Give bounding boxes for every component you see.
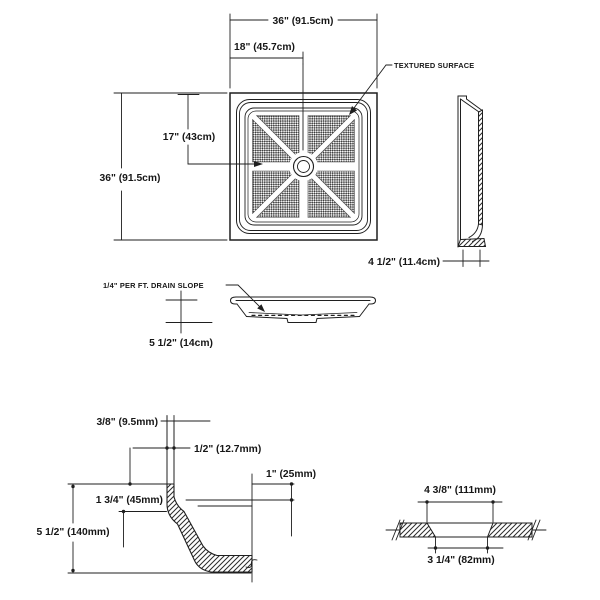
drain-flange-right xyxy=(487,522,533,538)
textured-area-outer xyxy=(244,107,363,226)
dim-side-depth-label: 4 1/2" (11.4cm) xyxy=(368,257,440,268)
texture-sector xyxy=(252,170,296,214)
dim-drain-offset-y xyxy=(177,94,263,167)
edge-section-material xyxy=(166,483,253,573)
textured-area-inner xyxy=(247,110,360,223)
pan-rim-outer xyxy=(236,99,371,234)
dim-step-label: 1 3/4" (45mm) xyxy=(96,495,163,506)
texture-sector xyxy=(307,115,351,159)
dim-edge-height-label: 5 1/2" (140mm) xyxy=(37,527,110,538)
dim-lip xyxy=(185,482,295,537)
dim-wall-label: 1/2" (12.7mm) xyxy=(194,444,261,455)
plan-outline xyxy=(229,92,378,241)
textured-surface-label: TEXTURED SURFACE xyxy=(394,61,474,70)
dim-section-height xyxy=(165,290,213,334)
dim-plan-width xyxy=(229,13,378,89)
dim-flange-label: 3/8" (9.5mm) xyxy=(96,417,158,428)
texture-sector xyxy=(311,119,355,163)
texture-sectors xyxy=(252,115,355,218)
dim-edge-height xyxy=(71,483,75,574)
pan-rim-inner xyxy=(239,102,368,231)
dim-step xyxy=(118,509,167,548)
texture-sector xyxy=(256,174,300,218)
texture-sector xyxy=(252,119,296,163)
section-view xyxy=(165,284,377,334)
side-foot-section xyxy=(457,237,487,247)
dim-lip-label: 1" (25mm) xyxy=(266,469,316,480)
dim-drain-bottom-label: 3 1/4" (82mm) xyxy=(427,555,494,566)
dim-drain-top-label: 4 3/8" (111mm) xyxy=(424,485,496,496)
drain-circle-inner xyxy=(297,160,310,173)
drain-circle-outer xyxy=(292,155,315,178)
dim-section-height-label: 5 1/2" (14cm) xyxy=(149,338,213,349)
dim-flange xyxy=(160,415,211,427)
textured-surface-leader xyxy=(349,64,393,115)
plan-dimensions xyxy=(113,13,393,241)
texture-sector xyxy=(307,174,351,218)
dim-side-depth xyxy=(442,249,490,267)
dim-wall xyxy=(128,446,191,486)
break-mark xyxy=(245,559,258,568)
plan-view xyxy=(229,92,378,241)
dim-drain-bottom xyxy=(427,536,504,554)
texture-sector xyxy=(311,170,355,214)
annotations: 36" (91.5cm) 18" (45.7cm) 17" (43cm) 36"… xyxy=(37,16,496,566)
side-view xyxy=(442,95,490,267)
dim-plan-depth xyxy=(113,92,228,241)
drain-slope-leader xyxy=(225,284,265,312)
drain-flange-left xyxy=(399,522,436,538)
dim-drain-x-label: 18" (45.7cm) xyxy=(234,42,295,53)
drain-slope-label: 1/4" PER FT. DRAIN SLOPE xyxy=(103,281,204,290)
dim-drain-offset-x xyxy=(229,51,304,151)
dim-drain-y-label: 17" (43cm) xyxy=(163,132,215,143)
drain-detail-view xyxy=(385,500,547,554)
texture-sector xyxy=(256,115,300,159)
edge-detail-view xyxy=(67,415,295,583)
side-wall-section xyxy=(478,109,483,226)
dim-plan-width-label: 36" (91.5cm) xyxy=(273,16,334,27)
dim-plan-depth-label: 36" (91.5cm) xyxy=(100,173,161,184)
dim-drain-top xyxy=(417,500,503,523)
